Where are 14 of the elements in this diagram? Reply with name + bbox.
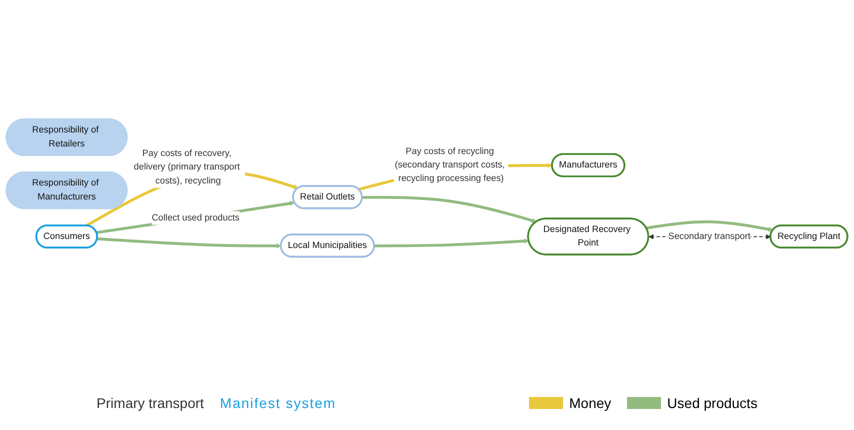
edge-label: Pay costs of recovery, delivery (primary transport costs), recycling (134, 148, 240, 186)
arrow (362, 196, 537, 223)
note-text: Primary transport (96, 395, 204, 411)
arrow (86, 170, 298, 227)
arrow (374, 238, 530, 248)
note-text: Manifest system (220, 395, 336, 411)
arrow (646, 220, 774, 232)
arrow (96, 200, 295, 234)
legend-label: Used products (667, 395, 758, 411)
legend-label: Money (569, 395, 612, 411)
arrow (97, 237, 282, 248)
edge-label: Collect used products (152, 212, 240, 223)
edge-label: Pay costs of recycling (secondary transport costs, recycling processing fees) (394, 146, 505, 184)
edge-label: Secondary transport (668, 231, 750, 242)
